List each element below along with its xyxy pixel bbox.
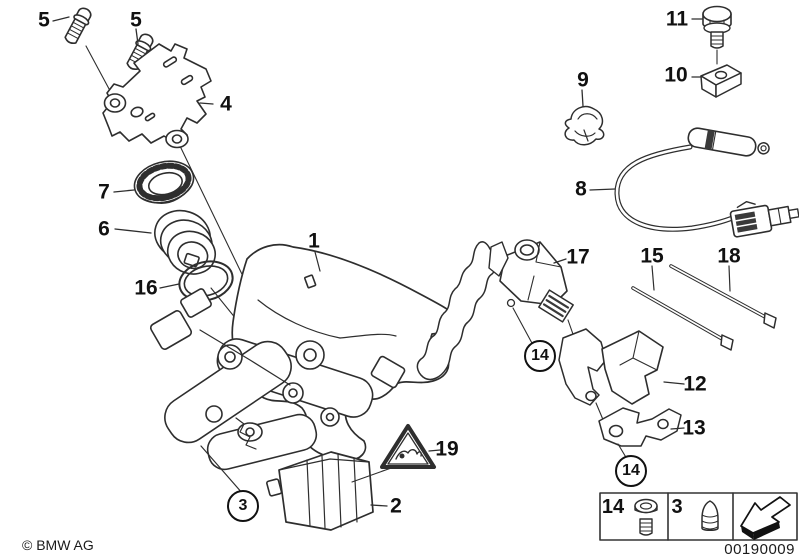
callout-11[interactable]: 11 bbox=[665, 7, 689, 31]
diagram-number: 00190009 bbox=[724, 541, 795, 558]
callout-8[interactable]: 8 bbox=[575, 177, 587, 201]
callout-10[interactable]: 10 bbox=[664, 63, 688, 87]
callout-15[interactable]: 15 bbox=[640, 244, 664, 268]
callout-16[interactable]: 16 bbox=[134, 276, 158, 300]
callout-14-circled-lower[interactable]: 14 bbox=[615, 455, 647, 487]
cable-tie-18-drawing bbox=[669, 264, 777, 329]
callout-17[interactable]: 17 bbox=[566, 245, 590, 269]
callout-13[interactable]: 13 bbox=[682, 416, 706, 440]
bracket-4-drawing bbox=[102, 43, 214, 149]
callout-7[interactable]: 7 bbox=[98, 180, 110, 204]
bracket-13-drawing bbox=[598, 407, 685, 460]
switch-17-drawing bbox=[488, 239, 593, 389]
screw-icon bbox=[634, 498, 658, 536]
module-2-drawing bbox=[266, 451, 395, 531]
callout-4[interactable]: 4 bbox=[220, 92, 232, 116]
screw-5a-drawing bbox=[52, 7, 116, 101]
callout-18[interactable]: 18 bbox=[717, 244, 741, 268]
callout-1[interactable]: 1 bbox=[308, 229, 320, 253]
plug-icon bbox=[701, 500, 719, 531]
legend-item-3-label: 3 bbox=[671, 496, 683, 518]
direction-of-travel-icon bbox=[740, 496, 791, 540]
lock-cylinder-6-drawing bbox=[114, 209, 217, 275]
cable-tie-15-drawing bbox=[631, 265, 734, 351]
warning-triangle-19-drawing bbox=[380, 424, 441, 469]
callout-5a[interactable]: 5 bbox=[38, 8, 50, 32]
actuator-arm-drawing bbox=[416, 241, 497, 381]
callout-3-circled[interactable]: 3 bbox=[227, 490, 259, 522]
legend-item-14-label: 14 bbox=[601, 496, 625, 518]
clip-nut-10-drawing bbox=[691, 64, 742, 98]
cable-8-drawing bbox=[589, 127, 799, 238]
bracket-12-drawing bbox=[558, 328, 685, 442]
callout-5b[interactable]: 5 bbox=[130, 8, 142, 32]
copyright-text: © BMW AG bbox=[22, 537, 94, 553]
bolt-11-drawing bbox=[691, 5, 732, 65]
ring-7-drawing bbox=[113, 160, 195, 204]
callout-19[interactable]: 19 bbox=[435, 437, 459, 461]
column-lock-assembly-drawing bbox=[149, 288, 406, 495]
callout-14-circled-upper[interactable]: 14 bbox=[524, 340, 556, 372]
clamp-9-drawing bbox=[564, 89, 605, 146]
callout-2[interactable]: 2 bbox=[390, 494, 402, 518]
callout-12[interactable]: 12 bbox=[683, 372, 707, 396]
callout-9[interactable]: 9 bbox=[577, 68, 589, 92]
callout-6[interactable]: 6 bbox=[98, 217, 110, 241]
